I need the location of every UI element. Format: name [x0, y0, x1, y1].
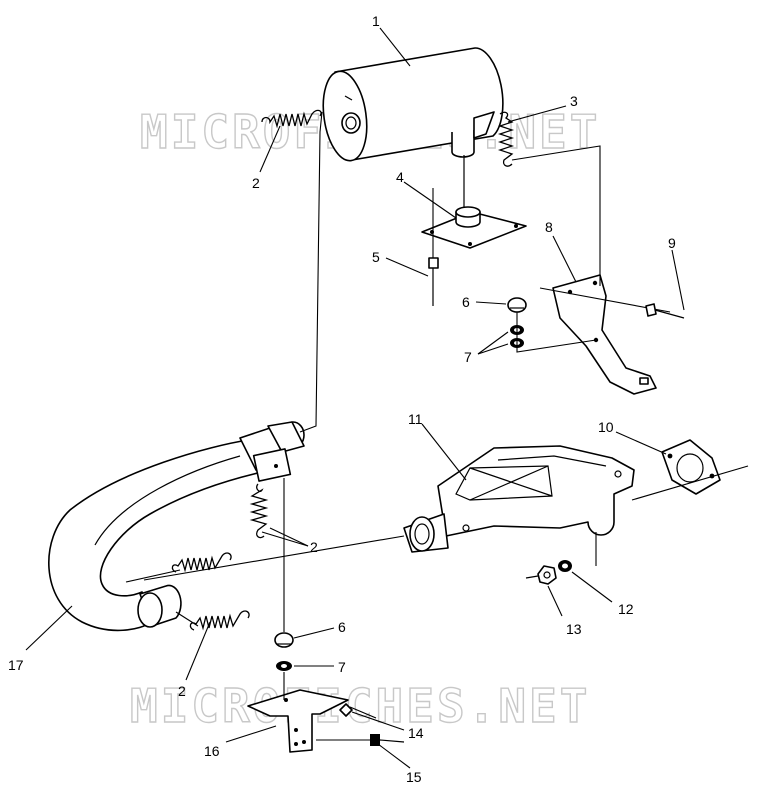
- callout-14: 14: [408, 725, 424, 741]
- bracket-part-8[interactable]: [539, 274, 671, 395]
- spring-part-2-lower[interactable]: [189, 610, 250, 631]
- screw-part-14[interactable]: [339, 703, 377, 719]
- manifold-part-11[interactable]: [403, 445, 635, 566]
- callout-10: 10: [598, 419, 614, 435]
- washer-part-7-lower[interactable]: [276, 661, 292, 671]
- callout-13: 13: [566, 621, 582, 637]
- exhaust-pipe-part-17[interactable]: [48, 421, 305, 632]
- callout-5: 5: [372, 249, 380, 265]
- callout-7-upper: 7: [464, 349, 472, 365]
- cap-part-6-lower[interactable]: [274, 632, 294, 648]
- muffler-mount-plate-part-4[interactable]: [421, 155, 527, 249]
- spring-part-2-top[interactable]: [261, 109, 322, 129]
- watermark-bottom: MICROFICHES.NET: [130, 679, 590, 733]
- callout-6-upper: 6: [462, 294, 470, 310]
- callout-16: 16: [204, 743, 220, 759]
- washers-part-7-upper[interactable]: [510, 312, 597, 353]
- assembly-lines: [125, 111, 601, 700]
- callout-1: 1: [372, 13, 380, 29]
- spring-part-3[interactable]: [497, 111, 515, 167]
- muffler-part-1[interactable]: [318, 47, 504, 163]
- bolt-part-5[interactable]: [428, 188, 439, 306]
- callout-4: 4: [396, 169, 404, 185]
- callout-7-lower: 7: [338, 659, 346, 675]
- callout-2-top: 2: [252, 175, 260, 191]
- callout-9: 9: [668, 235, 676, 251]
- screw-part-9[interactable]: [645, 303, 685, 319]
- callout-15: 15: [406, 769, 422, 785]
- callout-8: 8: [545, 219, 553, 235]
- leader-lines: [25, 27, 685, 769]
- nut-part-13[interactable]: [525, 565, 557, 585]
- callout-3: 3: [570, 93, 578, 109]
- callout-11: 11: [408, 411, 423, 427]
- washer-part-12[interactable]: [558, 560, 572, 572]
- callouts: 1 2 3 4 5 6 7 8 9 10 11 2 12 13 6 7 17 2…: [8, 13, 676, 785]
- callout-12: 12: [618, 601, 634, 617]
- gasket-part-10[interactable]: [631, 439, 749, 501]
- cap-part-6-upper[interactable]: [507, 297, 527, 313]
- bolt-part-15[interactable]: [370, 734, 405, 746]
- callout-17: 17: [8, 657, 24, 673]
- callout-2-lower: 2: [178, 683, 186, 699]
- spring-part-2-middle-horizontal[interactable]: [171, 552, 232, 573]
- callout-6-lower: 6: [338, 619, 346, 635]
- mount-bracket-part-16[interactable]: [247, 689, 376, 753]
- spring-part-2-middle-vertical[interactable]: [249, 483, 269, 539]
- callout-2-middle: 2: [310, 539, 318, 555]
